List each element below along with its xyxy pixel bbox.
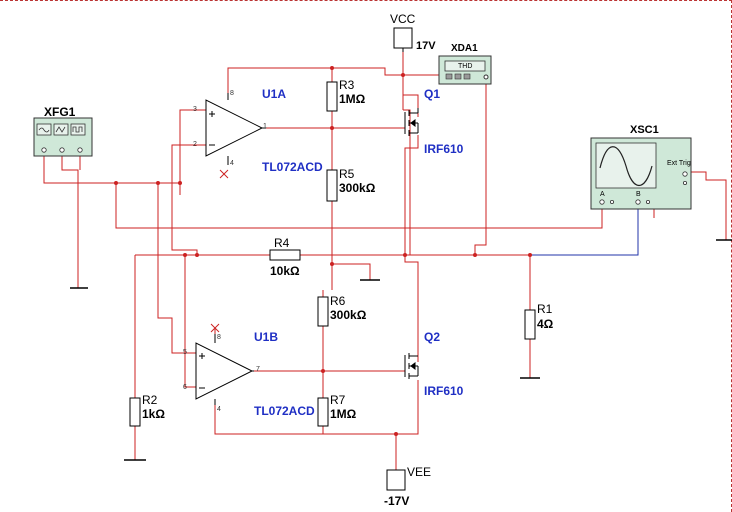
xfg1-label: XFG1: [44, 105, 76, 119]
u1b-nc-cross: [210, 323, 220, 333]
r4-body: [269, 249, 301, 261]
u1b-pin-vcc: 8: [217, 334, 221, 341]
vcc-name: VCC: [390, 12, 416, 26]
wire-xda-in: [474, 80, 487, 255]
r3-body: [326, 81, 338, 112]
sheet-border-top: [0, 0, 732, 4]
u1a-pin-noninv: 3: [193, 106, 197, 113]
opamp-u1a-symbol: [205, 93, 266, 165]
r6-value: 300kΩ: [330, 308, 367, 322]
resistors: [129, 81, 536, 427]
junction-dots: [114, 66, 532, 436]
xda1-buttons: [445, 73, 471, 80]
opamp-u1b-symbol: [195, 334, 254, 405]
xfg1-terminals: [41, 147, 83, 153]
u1b-pin-vee: 4: [217, 406, 221, 413]
xsc1-chan-b-label: B: [636, 191, 641, 198]
wire-u1a-inv: [171, 144, 206, 255]
q1-name: Q1: [424, 87, 441, 101]
wire-xfg-com: [61, 155, 79, 288]
ground-symbols: [70, 239, 732, 461]
r7-body: [317, 397, 329, 427]
r2-name: R2: [142, 393, 158, 407]
u1a-name: U1A: [262, 87, 287, 101]
wire-to-scope-b: [530, 207, 639, 256]
vcc-value: 17V: [416, 40, 436, 52]
u1a-pin-out: 1: [263, 123, 267, 130]
r5-name: R5: [339, 167, 355, 181]
wire-r4-node: [332, 263, 371, 280]
q2-name: Q2: [424, 330, 441, 344]
vcc-box: [393, 27, 413, 49]
r7-name: R7: [330, 393, 346, 407]
r1-name: R1: [537, 302, 553, 316]
u1b-pin-noninv: 5: [183, 349, 187, 356]
xsc1-terminals: [599, 171, 688, 205]
r4-value: 10kΩ: [270, 264, 300, 278]
r2-value: 1kΩ: [142, 407, 165, 421]
wires: [43, 52, 727, 470]
wire-u1a-vcc: [227, 67, 403, 93]
xda1-input-terminal: [483, 74, 489, 80]
xfg1-waveform-buttons: [36, 123, 86, 136]
r5-body: [326, 169, 338, 202]
xda1-screen: [444, 60, 486, 72]
u1b-name: U1B: [254, 330, 279, 344]
wire-ext-trig: [690, 171, 727, 240]
r5-value: 300kΩ: [339, 181, 376, 195]
wire-vcc-long: [403, 109, 411, 255]
q2-part: IRF610: [424, 384, 464, 398]
q1-part: IRF610: [424, 142, 464, 156]
wire-u1b-inv: [184, 255, 196, 388]
r2-body: [129, 397, 141, 427]
xsc1-chan-a-label: A: [600, 191, 605, 198]
u1b-part: TL072ACD: [254, 404, 315, 418]
xfg1-waveform-glyphs: [38, 126, 83, 133]
xsc1-label: XSC1: [630, 124, 659, 136]
opamp-u1b-signs: [199, 353, 205, 389]
mosfet-q2-symbol: [404, 353, 419, 379]
u1b-pin-inv: 6: [183, 384, 187, 391]
r1-value: 4Ω: [537, 317, 554, 331]
r6-name: R6: [330, 294, 346, 308]
vee-name: VEE: [407, 465, 432, 479]
vee-box: [386, 469, 406, 491]
opamp-u1a-signs: [209, 111, 215, 146]
wire-u1b-noninv: [157, 183, 196, 354]
u1a-pin-inv: 2: [193, 141, 197, 148]
xsc1-ext-trig-label: Ext Trig: [667, 160, 691, 167]
xda1-screen-label: THD: [458, 63, 473, 70]
vee-value: -17V: [384, 494, 410, 508]
wire-u1a-noninv: [179, 109, 206, 195]
u1a-part: TL072ACD: [262, 160, 323, 174]
xda1-label: XDA1: [451, 43, 478, 54]
u1a-nc-cross: [219, 169, 229, 179]
xsc1-sine-trace: [599, 146, 653, 186]
r1-body: [524, 309, 536, 340]
r4-name: R4: [274, 236, 290, 250]
r7-value: 1MΩ: [330, 407, 357, 421]
wire-to-scope-a: [115, 183, 603, 229]
wire-q2-source: [214, 380, 419, 435]
u1b-pin-out: 7: [256, 366, 260, 373]
mosfet-q1-symbol: [404, 108, 419, 136]
r3-value: 1MΩ: [339, 92, 366, 106]
u1a-pin-vcc: 8: [230, 90, 234, 97]
r3-name: R3: [339, 78, 355, 92]
wire-q1-source: [404, 135, 419, 255]
wire-xfg-plus: [43, 155, 180, 184]
u1a-pin-vee: 4: [230, 160, 234, 167]
wire-q2-drain: [404, 255, 419, 362]
r6-body: [317, 296, 329, 327]
